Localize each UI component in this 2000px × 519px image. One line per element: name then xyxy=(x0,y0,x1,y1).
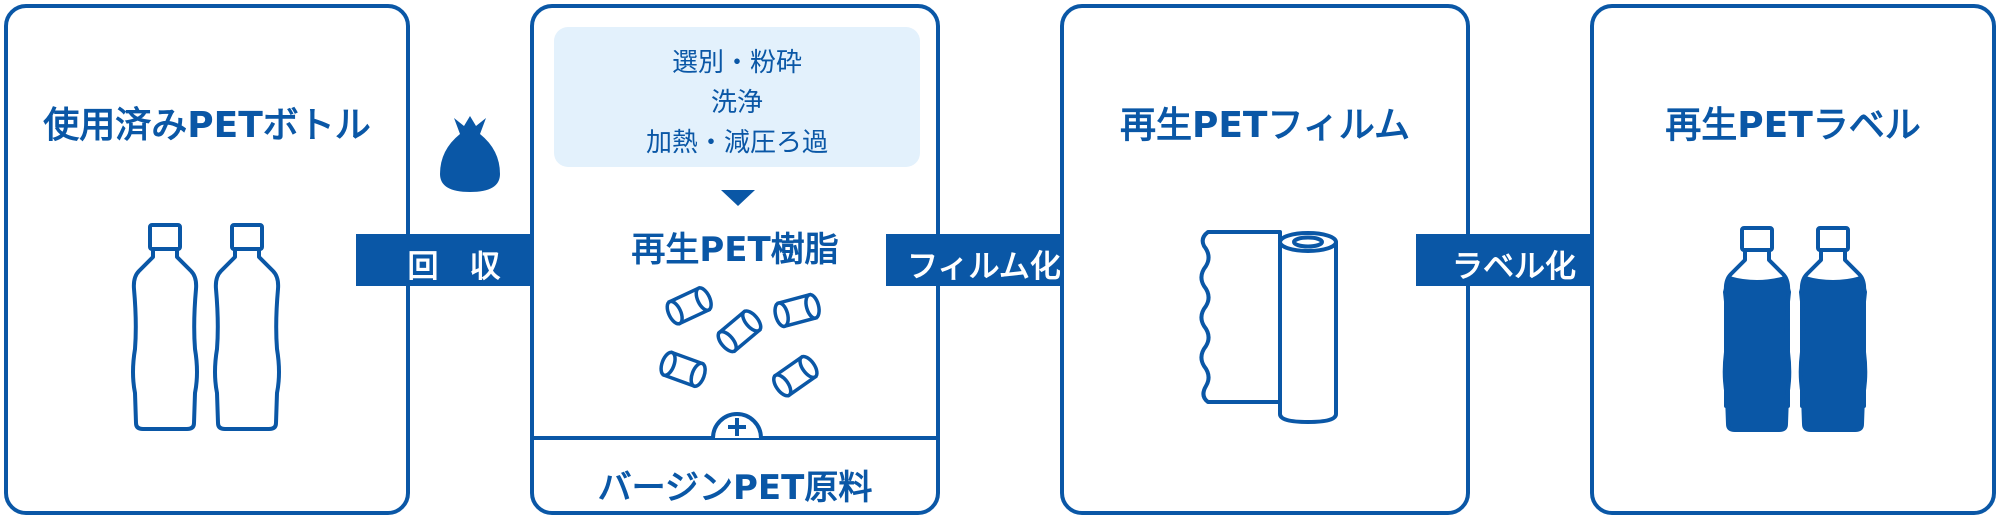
resin-pellet-icon xyxy=(665,285,713,326)
film-roll-icon xyxy=(1199,230,1338,424)
panel-title-recycled-film: 再生PETフィルム xyxy=(1119,105,1411,146)
process-step: 加熱・減圧ろ過 xyxy=(645,128,828,158)
panel-title-recycled-label: 再生PETラベル xyxy=(1665,105,1921,146)
process-steps-box: 選別・粉砕 洗浄 加熱・減圧ろ過 xyxy=(554,27,920,167)
arrow-collection: 回 収 xyxy=(356,214,584,306)
garbage-bag-icon xyxy=(440,116,500,192)
panel-title-recycled-resin: 再生PET樹脂 xyxy=(631,230,839,270)
panel-title-used-bottles: 使用済みPETボトル xyxy=(43,105,371,146)
resin-pellet-icon xyxy=(716,309,763,354)
panel-recycled-film: 再生PETフィルム xyxy=(1060,4,1470,515)
arrow-label-film: フィルム化 xyxy=(907,249,1061,285)
bottle-filled-icon xyxy=(1798,226,1868,432)
plus-icon xyxy=(711,412,763,439)
resin-pellet-icon xyxy=(772,354,819,398)
virgin-pet-label: バージンPET原料 xyxy=(597,468,873,508)
panel-recycled-resin: 選別・粉砕 洗浄 加熱・減圧ろ過 再生PET樹脂 xyxy=(530,4,940,515)
resin-pellet-icon xyxy=(659,350,707,389)
panel-used-bottles: 使用済みPETボトル xyxy=(4,4,410,515)
arrow-label-labeling: ラベル化 xyxy=(1452,249,1576,285)
resin-pellet-icon xyxy=(773,292,821,329)
bottle-outline-icon xyxy=(213,223,281,431)
arrow-label-collection: 回 収 xyxy=(407,249,501,285)
bottle-outline-icon xyxy=(131,223,199,431)
process-step: 洗浄 xyxy=(710,88,763,118)
process-step: 選別・粉砕 xyxy=(671,48,802,78)
arrow-film: フィルム化 xyxy=(886,214,1114,306)
panel-recycled-label: 再生PETラベル xyxy=(1590,4,1996,515)
down-triangle-icon xyxy=(721,190,755,206)
arrow-label: ラベル化 xyxy=(1416,214,1644,306)
bottle-filled-icon xyxy=(1722,226,1792,432)
